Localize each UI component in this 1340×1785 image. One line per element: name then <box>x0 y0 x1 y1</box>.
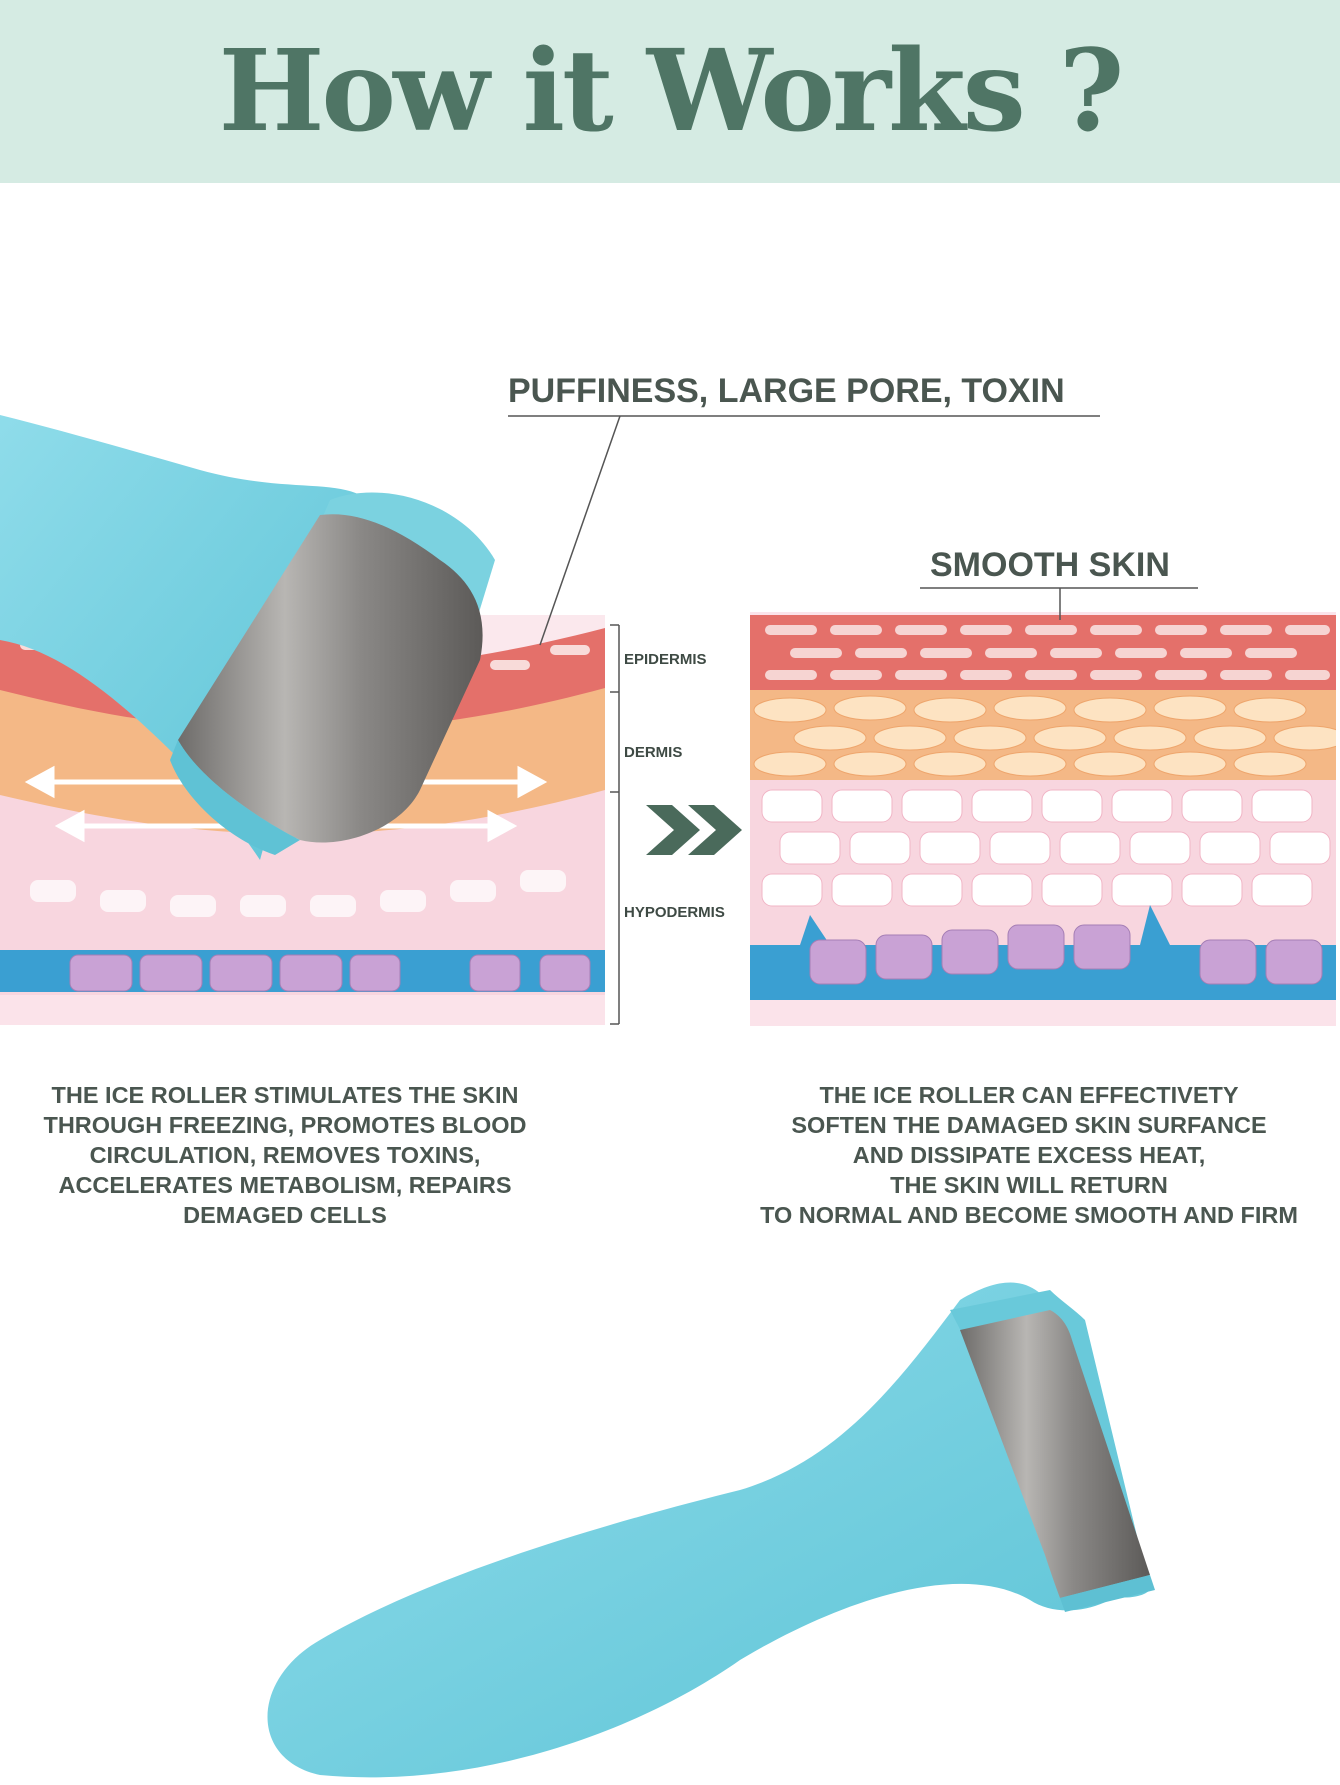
right-description-line: SOFTEN THE DAMAGED SKIN SURFANCE <box>791 1112 1267 1138</box>
right-description-line: THE SKIN WILL RETURN <box>890 1172 1168 1198</box>
left-description: THE ICE ROLLER STIMULATES THE SKIN THROU… <box>0 1080 570 1230</box>
left-description-line: CIRCULATION, REMOVES TOXINS, <box>89 1142 481 1168</box>
dermis-label: DERMIS <box>624 744 683 761</box>
hypodermis-label: HYPODERMIS <box>624 904 725 921</box>
header-banner: How it Works ? <box>0 0 1340 183</box>
left-description-line: ACCELERATES METABOLISM, REPAIRS <box>58 1172 512 1198</box>
metal-roller-drum <box>178 514 483 843</box>
roller-metal-drum <box>960 1310 1150 1598</box>
right-description-line: TO NORMAL AND BECOME SMOOTH AND FIRM <box>760 1202 1298 1228</box>
layer-bracket <box>610 624 620 1025</box>
left-description-line: THROUGH FREEZING, PROMOTES BLOOD <box>43 1112 527 1138</box>
result-label: SMOOTH SKIN <box>930 546 1170 584</box>
ice-roller-product-image <box>267 1282 1155 1778</box>
problem-label: PUFFINESS, LARGE PORE, TOXIN <box>508 372 1065 410</box>
right-description-line: AND DISSIPATE EXCESS HEAT, <box>852 1142 1206 1168</box>
epidermis-label: EPIDERMIS <box>624 651 707 668</box>
left-description-line: DEMAGED CELLS <box>183 1202 387 1228</box>
double-chevron-right-icon <box>646 805 742 855</box>
ice-roller-icon <box>0 415 495 860</box>
compressed-skin-panel <box>0 615 605 1025</box>
page-title: How it Works ? <box>218 25 1125 157</box>
left-description-line: THE ICE ROLLER STIMULATES THE SKIN <box>51 1082 519 1108</box>
right-description: THE ICE ROLLER CAN EFFECTIVETY SOFTEN TH… <box>724 1080 1334 1230</box>
right-description-line: THE ICE ROLLER CAN EFFECTIVETY <box>819 1082 1239 1108</box>
smooth-skin-panel <box>750 612 1336 1026</box>
roller-handle <box>267 1282 1135 1778</box>
